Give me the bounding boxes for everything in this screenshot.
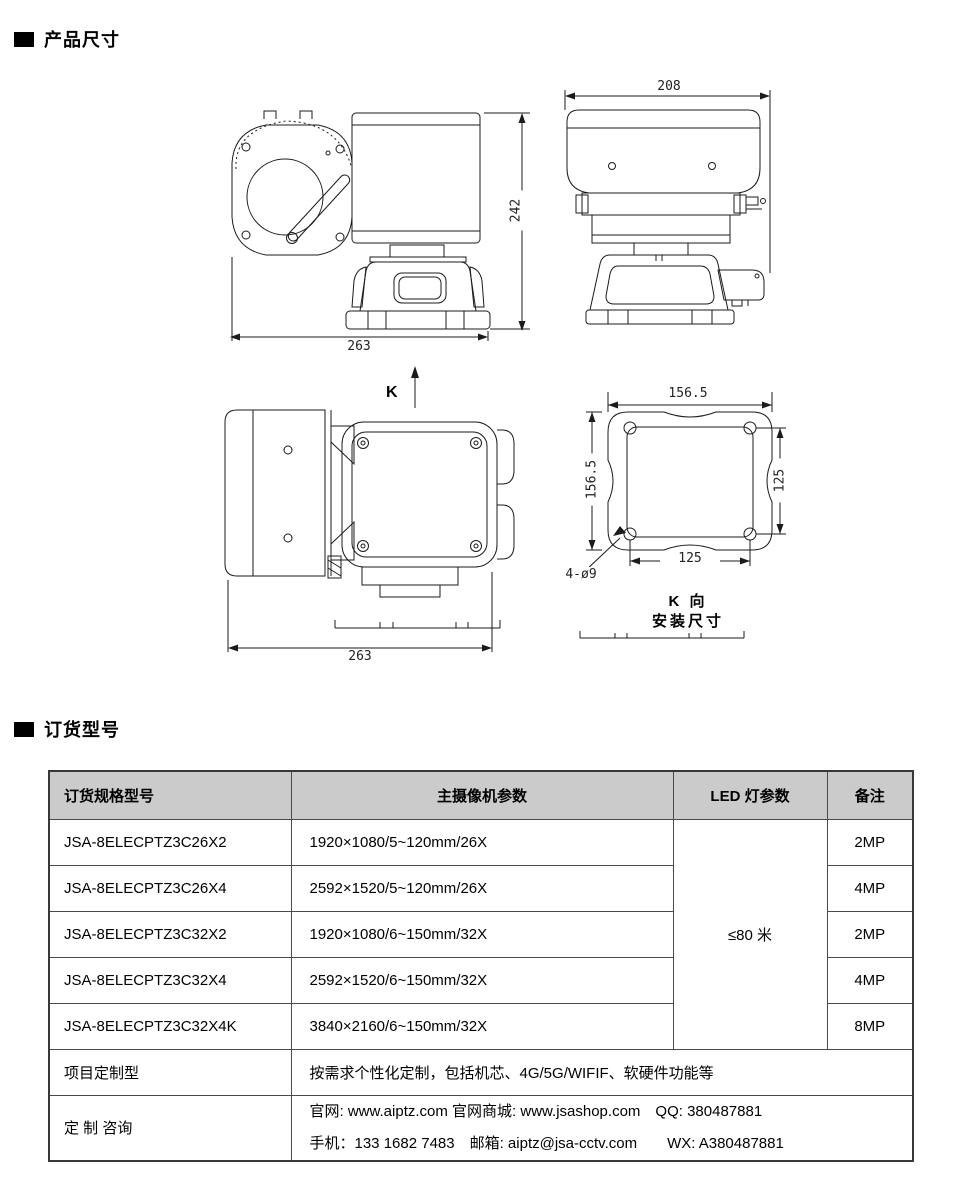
contact-info-cell: 官网: www.aiptz.com 官网商城: www.jsashop.com … (290, 1094, 914, 1161)
contact-line-phone: 手机：133 1682 7483 邮箱: aiptz@jsa-cctv.com … (309, 1134, 784, 1152)
side-view-drawing: 208 (552, 78, 792, 348)
mount-outer-width-dim: 156.5 (653, 386, 723, 401)
note-cell: 8MP (826, 1002, 914, 1050)
mount-view-line-art-icon (579, 392, 786, 639)
front-width-dim: 263 (324, 339, 394, 354)
col-header-model: 订货规格型号 (48, 770, 292, 820)
table-header-row: 订货规格型号 主摄像机参数 LED 灯参数 备注 (48, 770, 914, 820)
led-distance-cell: ≤80 米 (672, 818, 828, 1050)
camera-cell: 1920×1080/5~120mm/26X (290, 818, 674, 866)
section-ordering-header: 订货型号 (14, 716, 120, 742)
model-cell: JSA-8ELECPTZ3C26X4 (48, 864, 292, 912)
table-row: JSA-8ELECPTZ3C32X2 1920×1080/6~150mm/32X… (48, 910, 914, 958)
model-cell: JSA-8ELECPTZ3C32X4 (48, 956, 292, 1004)
mount-view-drawing: 156.5 156.5 125 125 4-ø9 K 向 安装尺寸 (558, 370, 818, 660)
top-view-drawing: K 263 (210, 358, 540, 664)
top-view-line-art-icon (224, 366, 515, 652)
col-header-note: 备注 (826, 770, 914, 820)
col-header-led-params: LED 灯参数 (672, 770, 828, 820)
front-height-dim: 242 (508, 190, 524, 231)
note-cell: 4MP (826, 956, 914, 1004)
side-width-dim: 208 (647, 79, 691, 94)
table-row: JSA-8ELECPTZ3C32X4 2592×1520/6~150mm/32X… (48, 956, 914, 1004)
section-title-ordering: 订货型号 (44, 720, 120, 740)
mount-hole-spacing-v-dim: 125 (772, 458, 788, 503)
front-view-drawing: 242 263 (200, 85, 540, 360)
note-cell: 4MP (826, 864, 914, 912)
custom-project-value: 按需求个性化定制，包括机芯、4G/5G/WIFIF、软硬件功能等 (290, 1048, 914, 1096)
col-header-camera-params: 主摄像机参数 (290, 770, 674, 820)
custom-project-label: 项目定制型 (48, 1048, 292, 1096)
contact-label: 定 制 咨询 (48, 1094, 292, 1161)
model-cell: JSA-8ELECPTZ3C32X4K (48, 1002, 292, 1050)
section-title-dimensions: 产品尺寸 (44, 30, 120, 50)
mount-holes-dim: 4-ø9 (558, 567, 604, 582)
k-direction-label: K (386, 384, 398, 401)
camera-cell: 1920×1080/6~150mm/32X (290, 910, 674, 958)
mount-outer-height-dim: 156.5 (584, 453, 600, 506)
mount-hole-spacing-h-dim: 125 (660, 551, 720, 566)
table-row: JSA-8ELECPTZ3C26X4 2592×1520/5~120mm/26X… (48, 864, 914, 912)
custom-project-row: 项目定制型 按需求个性化定制，包括机芯、4G/5G/WIFIF、软硬件功能等 (48, 1048, 914, 1096)
camera-cell: 2592×1520/5~120mm/26X (290, 864, 674, 912)
contact-row: 定 制 咨询 官网: www.aiptz.com 官网商城: www.jsash… (48, 1094, 914, 1161)
k-view-caption: K 向 (668, 593, 708, 610)
model-cell: JSA-8ELECPTZ3C26X2 (48, 818, 292, 866)
order-table: 订货规格型号 主摄像机参数 LED 灯参数 备注 JSA-8ELECPTZ3C2… (48, 770, 914, 1162)
camera-cell: 2592×1520/6~150mm/32X (290, 956, 674, 1004)
top-width-dim: 263 (325, 649, 395, 664)
front-view-line-art-icon (230, 110, 530, 341)
black-square-bullet-icon (14, 721, 34, 737)
table-row: JSA-8ELECPTZ3C32X4K 3840×2160/6~150mm/32… (48, 1002, 914, 1050)
side-view-line-art-icon (564, 90, 771, 325)
section-product-dimensions-header: 产品尺寸 (14, 26, 120, 52)
table-row: JSA-8ELECPTZ3C26X2 1920×1080/5~120mm/26X… (48, 818, 914, 1050)
model-cell: JSA-8ELECPTZ3C32X2 (48, 910, 292, 958)
camera-cell: 3840×2160/6~150mm/32X (290, 1002, 674, 1050)
contact-line-web: 官网: www.aiptz.com 官网商城: www.jsashop.com … (309, 1102, 763, 1120)
note-cell: 2MP (826, 818, 914, 866)
mount-size-caption: 安装尺寸 (651, 613, 724, 630)
black-square-bullet-icon (14, 31, 34, 47)
note-cell: 2MP (826, 910, 914, 958)
